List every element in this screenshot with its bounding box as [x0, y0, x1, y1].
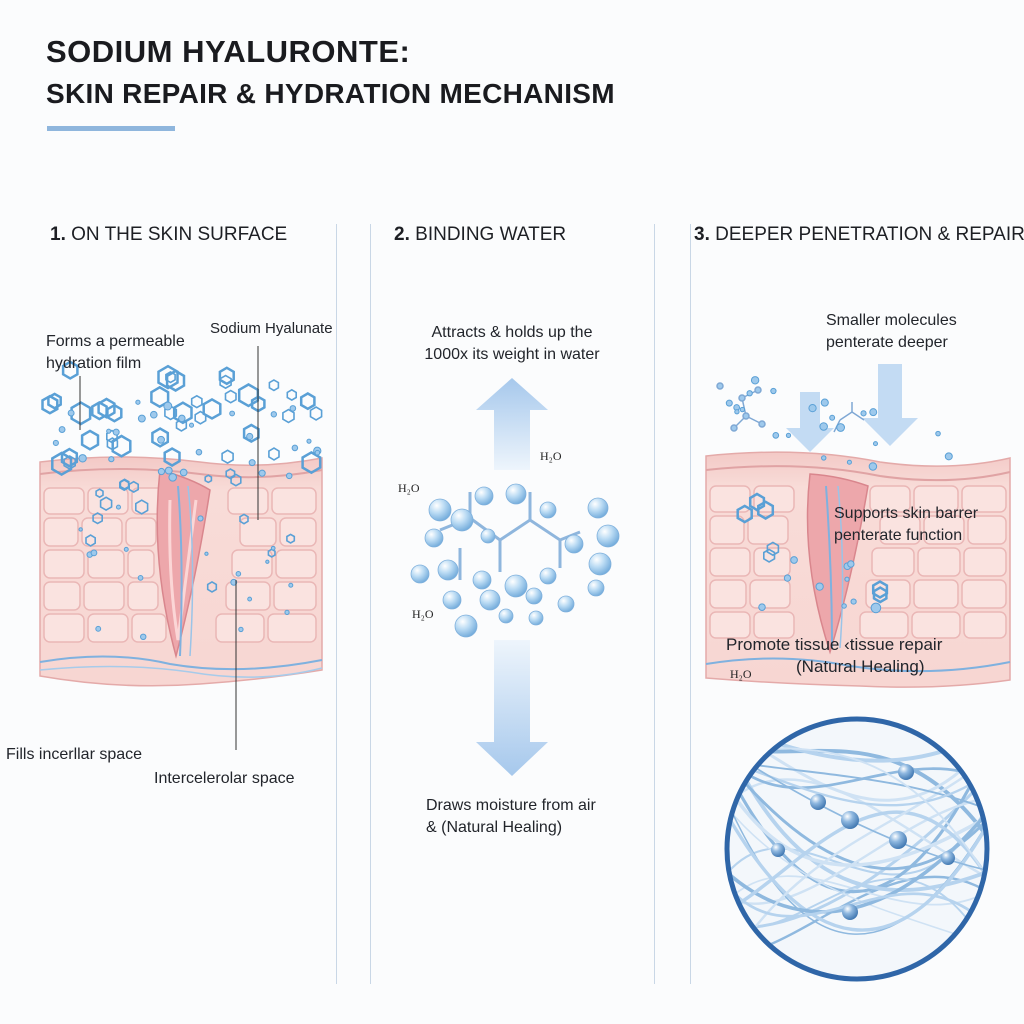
collagen-matrix-zoom	[724, 716, 990, 982]
section-3-heading: 3. DEEPER PENETRATION & REPAIR	[694, 224, 1024, 245]
label-h2o: H₂O	[412, 607, 434, 621]
label-attracts-water: Attracts & holds up the 1000x its weight…	[424, 324, 600, 363]
water-binding-arrows	[476, 378, 548, 776]
label-h2o: H₂O	[730, 667, 752, 681]
divider	[370, 224, 371, 984]
divider	[336, 224, 337, 984]
small-molecules	[716, 382, 865, 433]
page-title: SODIUM HYALURONTE:	[46, 34, 411, 69]
water-droplets	[410, 483, 620, 638]
penetration-arrows	[786, 364, 918, 452]
label-tissue-repair: Promote tissue ‹tissue repair (Natural H…	[726, 635, 943, 676]
label-smaller-molecules: Smaller molecules penterate deeper	[826, 312, 957, 351]
title-accent-bar	[47, 126, 175, 131]
label-intercellular-space: Intercelerolar space	[154, 770, 295, 787]
label-h2o: H₂O	[540, 449, 562, 463]
divider	[690, 224, 691, 984]
label-h2o: H₂O	[398, 481, 420, 495]
label-sodium-hyaluronate: Sodium Hyalunate	[210, 320, 333, 337]
section-1-heading: 1. ON THE SKIN SURFACE	[50, 224, 288, 245]
skin-cross-section-3	[705, 451, 1011, 688]
hyaluronan-molecule	[439, 492, 581, 580]
label-hydration-film: Forms a permeable hydration film	[46, 333, 185, 372]
section-2-heading: 2. BINDING WATER	[394, 224, 567, 245]
hyaluronate-molecules	[41, 360, 323, 593]
page-subtitle: SKIN REPAIR & HYDRATION MECHANISM	[46, 78, 615, 109]
label-fills-space: Fills incerllar space	[6, 746, 143, 763]
divider	[654, 224, 655, 984]
skin-cross-section-1	[39, 456, 323, 687]
label-draws-moisture: Draws moisture from air & (Natural Heali…	[426, 797, 596, 836]
label-supports-barrier: Supports skin barrer penterate function	[834, 505, 979, 544]
